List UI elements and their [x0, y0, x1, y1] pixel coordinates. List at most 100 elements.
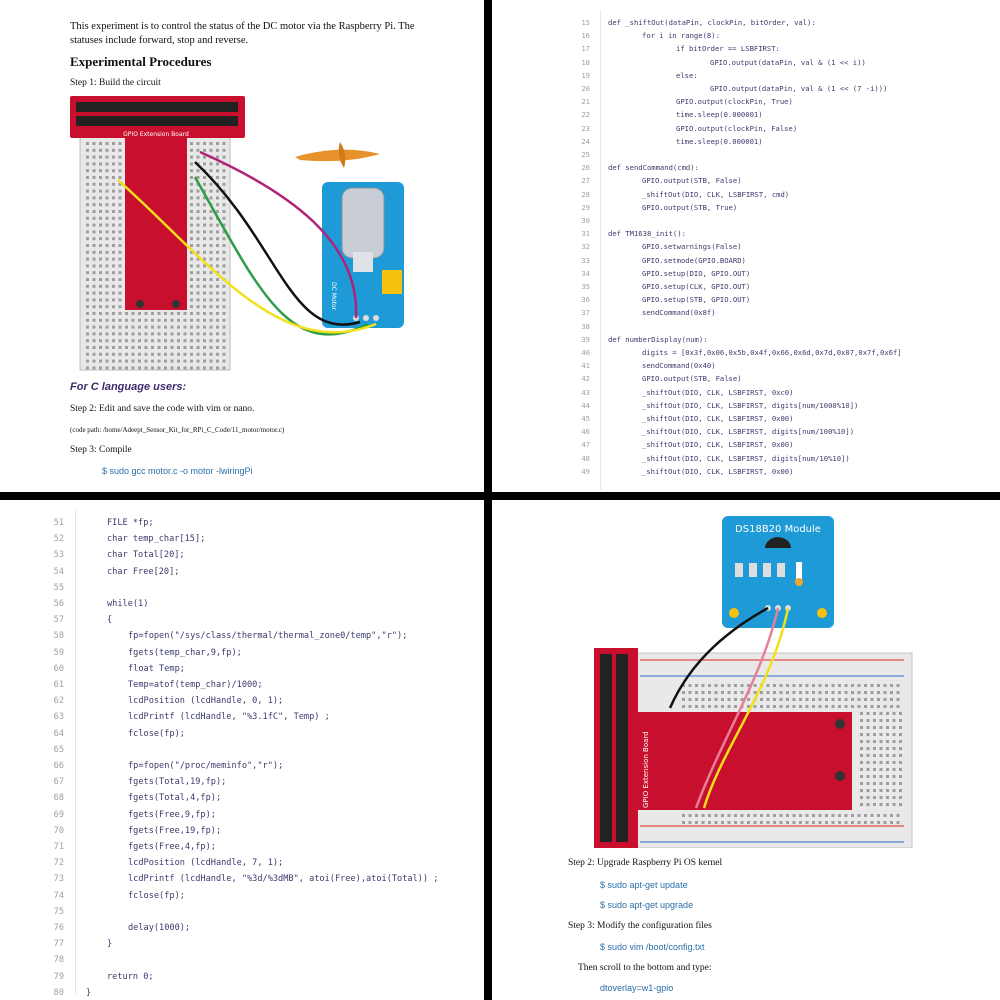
- code-line: 49 _shiftOut(DIO, CLK, LSBFIRST, 0x00): [492, 465, 992, 478]
- overlay-line: dtoverlay=w1-gpio: [600, 983, 674, 993]
- code-text: if bitOrder == LSBFIRST:: [676, 44, 780, 54]
- line-number: 26: [581, 163, 590, 173]
- code-line: 30: [492, 214, 992, 227]
- code-text: _shiftOut(DIO, CLK, LSBFIRST, 0x00): [642, 440, 794, 450]
- line-number: 30: [581, 216, 590, 225]
- line-number: 16: [581, 31, 590, 41]
- gpio-extension-board: [636, 712, 852, 810]
- code-line: 71 fgets(Free,4,fp);: [0, 839, 484, 855]
- code-text: fgets(Free,9,fp);: [128, 809, 216, 820]
- line-number: 77: [53, 939, 64, 950]
- line-number: 67: [53, 777, 64, 788]
- code-text: char Total[20];: [107, 550, 185, 561]
- line-number: 22: [581, 110, 590, 120]
- step1-label: Step 1: Build the circuit: [70, 78, 161, 88]
- line-number: 38: [581, 321, 590, 331]
- code-text: else:: [676, 70, 698, 80]
- line-number: 63: [53, 712, 64, 723]
- code-line: 48 _shiftOut(DIO, CLK, LSBFIRST, digits[n…: [492, 452, 992, 465]
- line-number: 35: [581, 282, 590, 291]
- line-number: 32: [581, 242, 590, 252]
- line-number: 40: [581, 348, 590, 357]
- line-number: 75: [53, 906, 64, 917]
- line-number: 73: [53, 874, 64, 885]
- line-number: 51: [53, 518, 64, 528]
- line-number: 72: [53, 858, 64, 869]
- line-number: 71: [53, 842, 64, 852]
- code-text: return 0;: [107, 971, 154, 982]
- line-number: 37: [581, 308, 590, 318]
- code-text: _shiftOut(DIO, CLK, LSBFIRST, 0x00): [642, 466, 794, 476]
- code-line: 57{: [0, 612, 484, 628]
- line-number: 55: [53, 582, 64, 593]
- line-number: 49: [581, 466, 590, 476]
- code-text: {: [107, 615, 113, 626]
- code-text: _shiftOut(DIO, CLK, LSBFIRST, digits[num…: [642, 427, 855, 437]
- code-text: fgets(temp_char,9,fp);: [128, 647, 242, 658]
- line-number: 64: [53, 728, 64, 739]
- procedures-heading: Experimental Procedures: [70, 54, 212, 69]
- code-line: 65: [0, 742, 484, 758]
- line-number: 15: [581, 18, 590, 27]
- line-number: 39: [581, 334, 590, 344]
- line-number: 18: [581, 57, 590, 67]
- code-text: _shiftOut(DIO, CLK, LSBFIRST, digits[num…: [642, 453, 850, 463]
- code-text: _shiftOut(DIO, CLK, LSBFIRST, 0x00): [642, 414, 794, 423]
- code-text: fgets(Free,19,fp);: [128, 825, 222, 836]
- code-text: }: [107, 939, 113, 950]
- board-label: GPIO Extension Board: [123, 131, 189, 138]
- line-number: 66: [53, 761, 64, 771]
- code-text: GPIO.output(STB, False): [642, 374, 742, 384]
- code-line: 51 FILE *fp;: [0, 515, 484, 531]
- line-number: 17: [581, 44, 590, 54]
- code-text: FILE *fp;: [107, 518, 154, 528]
- line-number: 60: [53, 663, 64, 674]
- line-number: 46: [581, 427, 590, 437]
- code-text: time.sleep(0.000001): [676, 110, 763, 120]
- code-text: GPIO.output(clockPin, True): [676, 97, 793, 107]
- step2-label: Step 2: Edit and save the code with vim …: [70, 404, 255, 414]
- update-command: $ sudo apt-get update: [600, 880, 688, 890]
- code-text: fgets(Free,4,fp);: [128, 842, 216, 852]
- line-number: 19: [581, 70, 590, 80]
- code-line: 17 if bitOrder == LSBFIRST:: [492, 42, 992, 55]
- line-number: 47: [581, 440, 590, 450]
- code-text: digits = [0x3f,0x06,0x5b,0x4f,0x66,0x6d,…: [642, 348, 902, 357]
- code-text: lcdPosition (lcdHandle, 0, 1);: [128, 696, 284, 707]
- line-number: 23: [581, 123, 590, 133]
- line-number: 78: [53, 955, 64, 966]
- line-number: 76: [53, 923, 64, 933]
- line-number: 25: [581, 150, 590, 159]
- step2-label: Step 2: Upgrade Raspberry Pi OS kernel: [568, 858, 723, 868]
- line-number: 48: [581, 453, 590, 463]
- line-number: 58: [53, 631, 64, 642]
- motor-label: DC Motor: [330, 282, 337, 311]
- line-number: 28: [581, 189, 590, 199]
- line-number: 79: [53, 971, 64, 982]
- line-number: 56: [53, 599, 64, 609]
